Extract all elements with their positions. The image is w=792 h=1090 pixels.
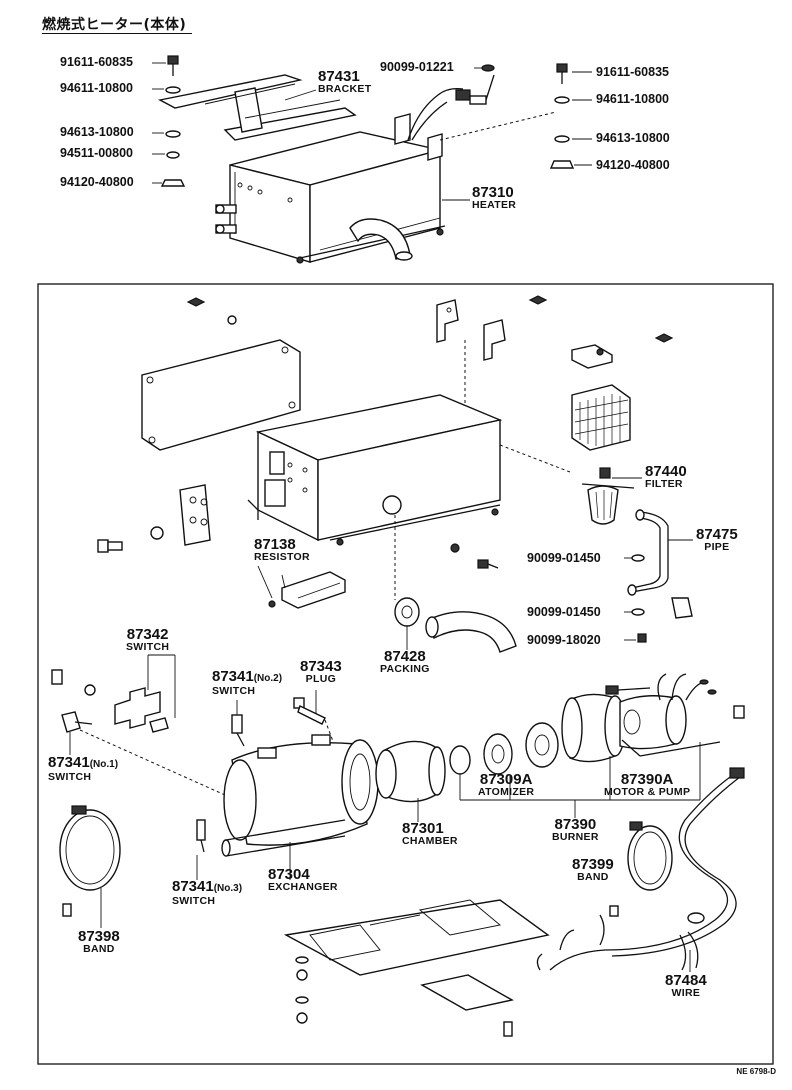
callout-87341-no3-switch: 87341(No.3) SWITCH bbox=[172, 878, 243, 908]
callout-94613-10800-right: 94613-10800 bbox=[596, 132, 670, 145]
part-number: 90099-18020 bbox=[527, 633, 601, 647]
callout-94511-00800-left: 94511-00800 bbox=[60, 147, 133, 160]
part-number: 87304 bbox=[268, 866, 310, 883]
callout-87343-plug: 87343 PLUG bbox=[300, 658, 342, 686]
part-number: 94611-10800 bbox=[596, 92, 669, 106]
part-number: 90099-01221 bbox=[380, 60, 454, 74]
part-number: 87342 bbox=[126, 626, 169, 643]
part-number-base: 87341 bbox=[48, 754, 90, 771]
part-name: MOTOR & PUMP bbox=[604, 786, 691, 798]
part-name: BAND bbox=[83, 943, 115, 955]
part-name: ATOMIZER bbox=[478, 786, 535, 798]
callout-87398-band: 87398 BAND bbox=[78, 928, 120, 956]
callout-94613-10800-left: 94613-10800 bbox=[60, 126, 134, 139]
callout-87341-no2-switch: 87341(No.2) SWITCH bbox=[212, 668, 283, 698]
part-number: 87301 bbox=[402, 820, 444, 837]
callout-87341-no1-switch: 87341(No.1) SWITCH bbox=[48, 754, 119, 784]
part-number: 87341(No.3) bbox=[172, 878, 243, 895]
part-number: 94511-00800 bbox=[60, 146, 133, 160]
callout-90099-01450-a: 90099-01450 bbox=[527, 552, 601, 565]
callout-91611-60835-right: 91611-60835 bbox=[596, 66, 669, 79]
part-number: 87431 bbox=[318, 68, 360, 85]
part-number: 87309A bbox=[479, 771, 533, 788]
part-name: BRACKET bbox=[318, 83, 372, 95]
part-name: SWITCH bbox=[48, 771, 92, 783]
part-number: 90099-01450 bbox=[527, 551, 601, 565]
callout-87399-band: 87399 BAND bbox=[572, 856, 614, 884]
part-name: RESISTOR bbox=[254, 551, 310, 563]
part-number: 94611-10800 bbox=[60, 81, 133, 95]
part-name: FILTER bbox=[645, 478, 683, 490]
callout-94611-10800-left: 94611-10800 bbox=[60, 82, 133, 95]
diagram-title: 燃焼式ヒーター(本体) bbox=[42, 17, 187, 33]
part-number: 91611-60835 bbox=[596, 65, 669, 79]
part-number: 87341(No.2) bbox=[212, 668, 283, 685]
drawing-reference: NE 6798-D bbox=[736, 1067, 776, 1076]
part-number: 91611-60835 bbox=[60, 55, 133, 69]
part-number: 94613-10800 bbox=[60, 125, 134, 139]
part-name: PLUG bbox=[305, 673, 337, 685]
heater-exploded-upper bbox=[97, 295, 693, 653]
part-name: BAND bbox=[577, 871, 609, 883]
callout-87342-switch: 87342 SWITCH bbox=[126, 626, 170, 654]
callout-90099-18020: 90099-18020 bbox=[527, 634, 601, 647]
part-number-suffix: (No.3) bbox=[213, 883, 243, 894]
part-number: 87484 bbox=[665, 972, 707, 989]
part-name: HEATER bbox=[472, 199, 517, 211]
part-number: 87390A bbox=[620, 771, 674, 788]
callout-94120-40800-right: 94120-40800 bbox=[596, 159, 670, 172]
part-number: 87390 bbox=[554, 816, 597, 833]
part-number: 94120-40800 bbox=[596, 158, 670, 172]
callout-87138-resistor: 87138 RESISTOR bbox=[254, 536, 310, 564]
callout-87304-exchanger: 87304 EXCHANGER bbox=[268, 866, 338, 894]
callout-87310-heater: 87310 HEATER bbox=[472, 184, 517, 212]
part-name: SWITCH bbox=[172, 895, 216, 907]
part-name: BURNER bbox=[552, 831, 599, 843]
callout-87428-packing: 87428 PACKING bbox=[380, 648, 430, 676]
part-number: 87310 bbox=[472, 184, 514, 201]
part-number: 87398 bbox=[78, 928, 120, 945]
exploded-view-frame bbox=[37, 283, 774, 1065]
part-name: WIRE bbox=[671, 987, 701, 999]
callout-87484-wire: 87484 WIRE bbox=[665, 972, 707, 1000]
part-number: 94613-10800 bbox=[596, 131, 670, 145]
part-number-suffix: (No.1) bbox=[89, 759, 119, 770]
heater-assembly-top bbox=[152, 55, 592, 264]
part-name: CHAMBER bbox=[402, 835, 458, 847]
callout-90099-01221: 90099-01221 bbox=[380, 61, 454, 74]
callout-87309a-atomizer: 87309A ATOMIZER bbox=[478, 771, 535, 799]
callout-87440-filter: 87440 FILTER bbox=[645, 463, 687, 491]
part-number: 87399 bbox=[572, 856, 614, 873]
part-name: SWITCH bbox=[126, 641, 170, 653]
part-name: PACKING bbox=[380, 663, 430, 675]
callout-87301-chamber: 87301 CHAMBER bbox=[402, 820, 458, 848]
part-number: 87475 bbox=[696, 526, 738, 543]
callout-90099-01450-b: 90099-01450 bbox=[527, 606, 601, 619]
part-name: PIPE bbox=[704, 541, 730, 553]
part-name: SWITCH bbox=[212, 685, 256, 697]
callout-87475-pipe: 87475 PIPE bbox=[696, 526, 738, 554]
title-underline bbox=[42, 33, 192, 34]
callout-94611-10800-right: 94611-10800 bbox=[596, 93, 669, 106]
callout-91611-60835-left: 91611-60835 bbox=[60, 56, 133, 69]
part-number: 87341(No.1) bbox=[48, 754, 119, 771]
callout-94120-40800-left: 94120-40800 bbox=[60, 176, 134, 189]
part-number: 87343 bbox=[300, 658, 342, 675]
part-number: 90099-01450 bbox=[527, 605, 601, 619]
callout-87431-bracket: 87431 BRACKET bbox=[318, 68, 372, 96]
heater-exploded-lower bbox=[51, 654, 745, 1037]
part-number: 94120-40800 bbox=[60, 175, 134, 189]
callout-87390-burner: 87390 BURNER bbox=[552, 816, 599, 844]
callout-87390a-motor-pump: 87390A MOTOR & PUMP bbox=[604, 771, 691, 799]
part-number-base: 87341 bbox=[172, 878, 214, 895]
part-name: EXCHANGER bbox=[268, 881, 338, 893]
part-number: 87138 bbox=[254, 536, 296, 553]
part-number-base: 87341 bbox=[212, 668, 254, 685]
part-number: 87440 bbox=[645, 463, 687, 480]
part-number: 87428 bbox=[384, 648, 426, 665]
part-number-suffix: (No.2) bbox=[253, 673, 283, 684]
